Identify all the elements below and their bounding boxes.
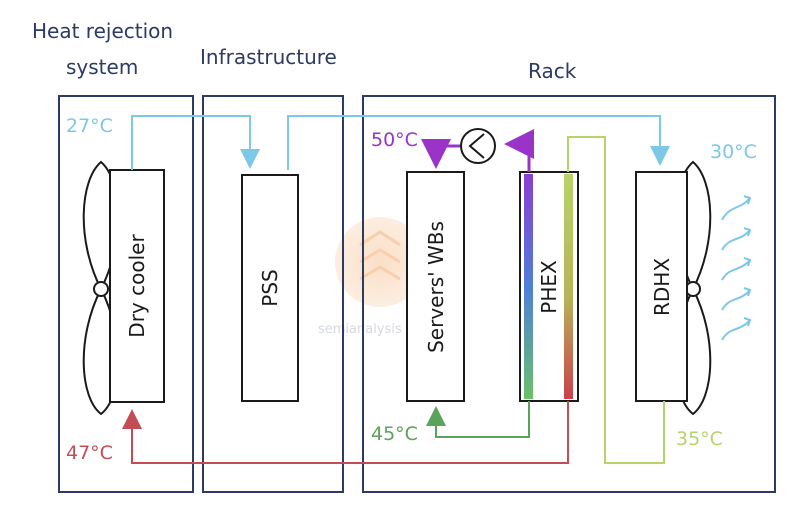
phex-primary-channel [524,174,533,399]
rdhx-label: RDHX [650,258,674,316]
dry-cooler-box [109,169,165,403]
temp-label-35c: 35°C [676,428,723,450]
section-title-rack: Rack [528,59,577,83]
warm-air-arrows-icon [721,195,752,341]
hot-return-line [122,401,569,464]
temp-label-50c: 50°C [371,129,418,151]
temp-label-30c: 30°C [710,141,757,163]
section-box-heat-rejection [58,95,194,493]
phex-secondary-channel [564,174,573,399]
watermark-text: semianalysis [318,322,402,337]
purple-line-pump-to-servers [421,139,460,169]
servers-wbs-box [406,171,465,402]
section-title-heat-rejection-line2: system [66,55,138,79]
section-title-infrastructure: Infrastructure [200,45,337,69]
pss-box [241,174,299,402]
temp-label-27c: 27°C [66,115,113,137]
rdhx-box [635,171,688,402]
dry-cooler-label: Dry cooler [125,234,149,338]
cold-supply-line-to-rack [287,115,670,170]
green-line-45c [426,401,530,438]
yellow-green-line-35c [567,136,665,464]
pss-label: PSS [258,269,282,306]
pump-icon [460,128,496,164]
servers-wbs-label: Servers' WBs [424,221,448,353]
temp-label-47c: 47°C [66,442,113,464]
section-box-infrastructure [202,95,344,493]
section-box-rack [362,95,776,493]
phex-label: PHEX [537,260,561,314]
pump-chevron-icon [468,133,485,159]
cold-supply-line-to-pss [131,115,260,170]
watermark-logo [335,217,425,307]
temp-label-45c: 45°C [371,423,418,445]
section-title-heat-rejection-line1: Heat rejection [32,19,173,43]
purple-line-phex-to-pump [504,129,534,172]
